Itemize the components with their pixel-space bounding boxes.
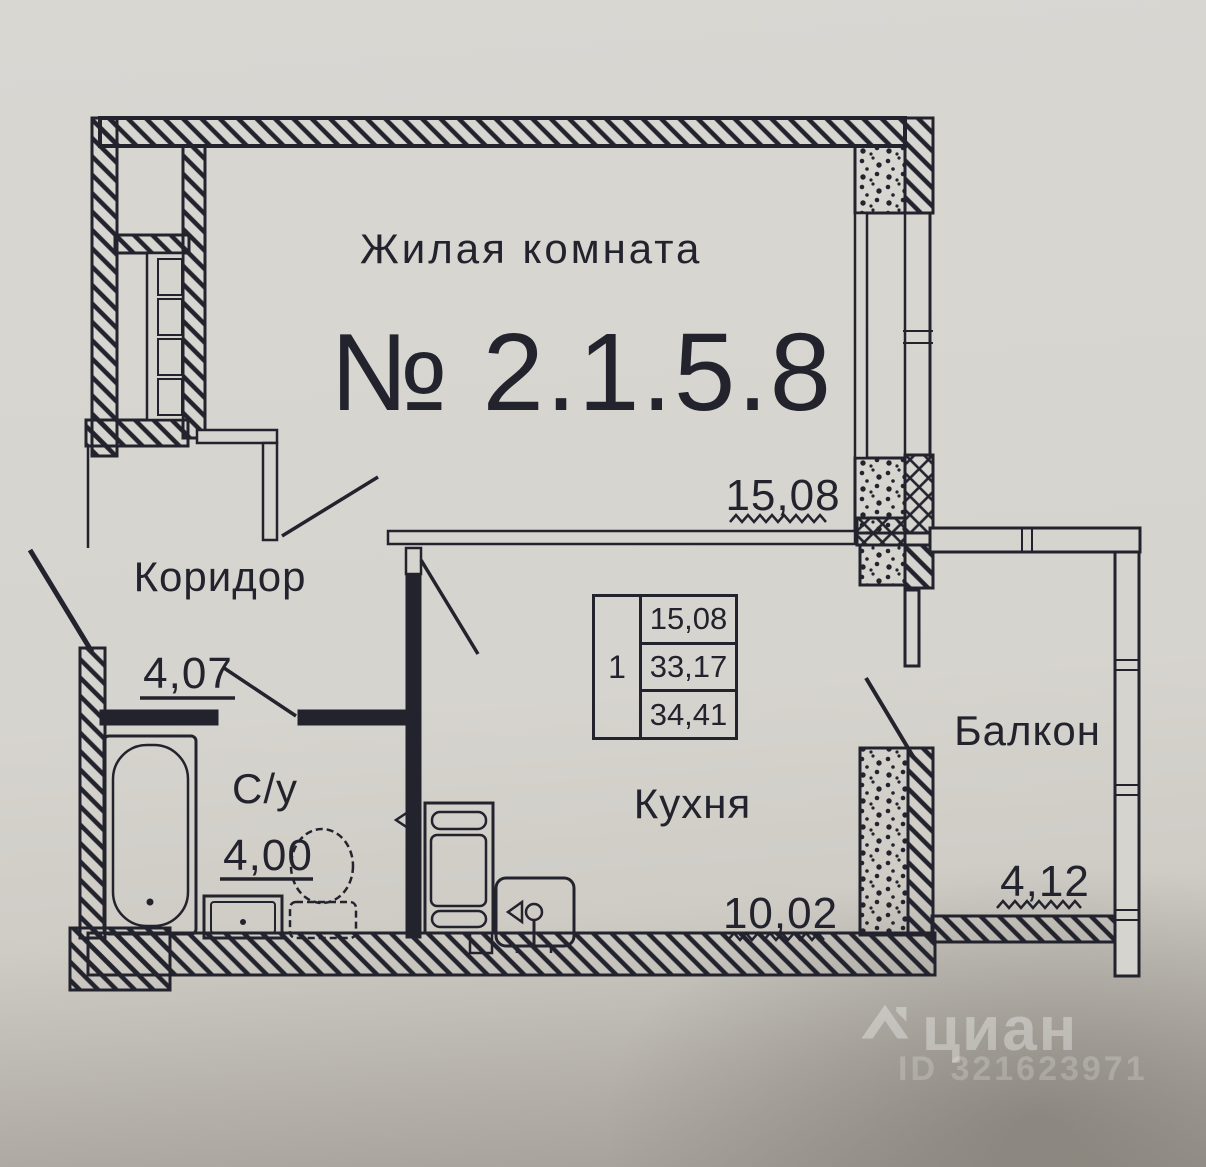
area-stamp-table: 1 15,08 33,17 34,41 [592, 594, 738, 740]
vent-shaft [145, 251, 185, 422]
bathroom-door-swing [223, 666, 297, 718]
right-pier-mid [903, 543, 935, 590]
total-area-cell: 34,41 [649, 696, 728, 732]
kitchen-area: 10,02 [722, 889, 839, 938]
kitchen-area-underline [727, 931, 825, 942]
bathroom-wall-left [99, 709, 219, 726]
balcony-glazing [928, 526, 1142, 978]
partitions [86, 428, 857, 939]
niche-wall [113, 233, 191, 255]
right-pier-upper [903, 116, 935, 215]
corridor-label: Коридор [133, 553, 307, 600]
kitchen-sink-icon [494, 876, 576, 953]
watermark-brand: циан [922, 995, 1079, 1064]
kitchen-door-swing [419, 559, 480, 655]
balcony-bottom-wall [930, 914, 1117, 944]
block-window-top [853, 144, 907, 215]
rooms-count-cell: 1 [595, 597, 642, 737]
cian-watermark: циан ID 321623971 [858, 992, 1158, 1102]
crosshatch-piers [855, 453, 935, 547]
living-door-swing [281, 475, 379, 538]
balcony-label: Балкон [954, 707, 1101, 754]
living-left-wall [181, 144, 207, 440]
corridor-area: 4,07 [143, 649, 233, 698]
area-without-balcony-cell: 33,17 [642, 645, 735, 693]
bathroom-wall-right [297, 709, 411, 726]
balcony-window-top [928, 526, 1142, 554]
living-area-cell: 15,08 [642, 597, 735, 645]
concrete-blocks [853, 144, 910, 937]
top-wall [98, 116, 907, 148]
block-kitchen-balcony [858, 746, 910, 937]
living-room-window [853, 211, 933, 460]
dimension-underlines [140, 513, 1082, 942]
balcony-door [864, 588, 921, 760]
right-pier-lower [906, 746, 935, 937]
left-wall-upper [90, 116, 119, 458]
niche-cap-wall [84, 418, 190, 448]
balcony-area-underline [996, 899, 1082, 910]
bottom-wall [86, 931, 937, 977]
watermark-id: ID 321623971 [898, 1050, 1148, 1088]
door-marker-icon [393, 809, 410, 831]
kitchen-door-jamb [404, 546, 423, 576]
bathroom-area: 4,00 [223, 831, 313, 880]
bathroom-sink-icon [202, 894, 284, 940]
corridor-partition-h [195, 428, 279, 445]
kitchen-partition [386, 529, 857, 546]
living-area-underline [729, 513, 827, 524]
balcony-window-right [1113, 550, 1141, 978]
living-room-title: Жилая комната [360, 225, 703, 272]
living-room-area: 15,08 [725, 471, 841, 520]
pier-crosshatch-2 [855, 516, 907, 547]
bathroom-wall-vertical [405, 573, 422, 939]
balcony-area: 4,12 [1000, 857, 1090, 906]
bathtub-icon [102, 734, 198, 936]
block-balcony-door-top [858, 543, 907, 587]
apartment-number: № 2.1.5.8 [330, 311, 833, 434]
pier-crosshatch-1 [903, 453, 935, 535]
house-icon [861, 1004, 909, 1039]
balcony-door-swing [864, 676, 916, 760]
door-swings [27, 475, 480, 831]
entrance-door-swing [27, 548, 95, 654]
corridor-partition-v [261, 441, 279, 542]
kitchen-label: Кухня [633, 780, 752, 827]
kitchen-stove-icon [423, 801, 495, 955]
exterior-walls [68, 116, 1117, 992]
bathroom-label: С/у [232, 765, 298, 812]
toilet-icon [288, 827, 358, 940]
left-wall-lower [78, 646, 107, 940]
